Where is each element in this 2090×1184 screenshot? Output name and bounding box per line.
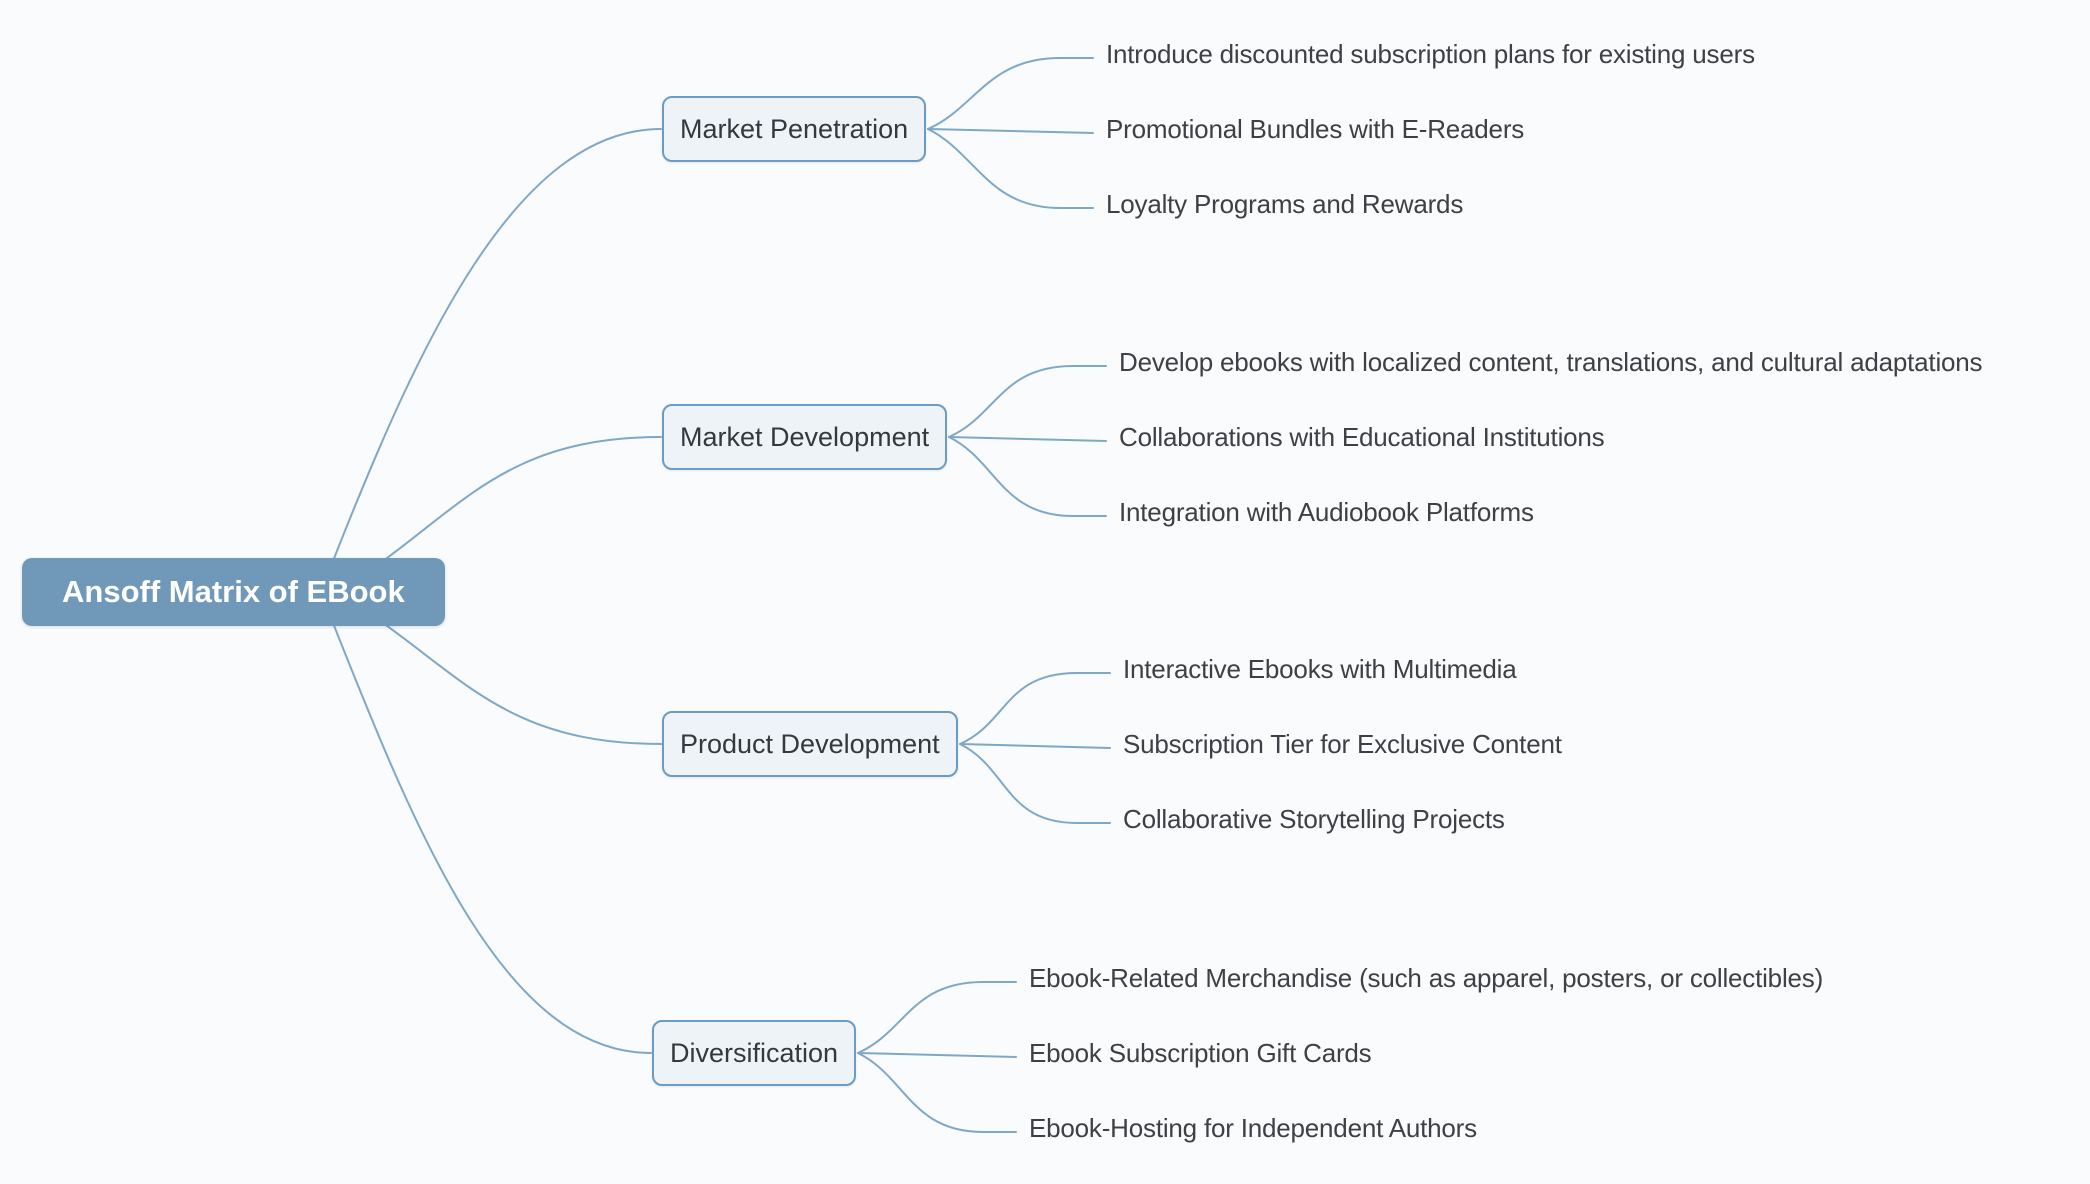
child-node-product-development-1[interactable]: Subscription Tier for Exclusive Content (1123, 728, 1562, 759)
child-node-market-penetration-0[interactable]: Introduce discounted subscription plans … (1106, 38, 1755, 69)
child-node-product-development-2[interactable]: Collaborative Storytelling Projects (1123, 803, 1505, 834)
connector-line (959, 743, 1111, 749)
root-node[interactable]: Ansoff Matrix of EBook (22, 558, 445, 626)
connector-line (857, 1052, 1017, 1133)
connector-line (959, 743, 1111, 824)
connector-line (857, 981, 1017, 1054)
child-node-diversification-0[interactable]: Ebook-Related Merchandise (such as appar… (1029, 962, 1824, 993)
child-node-market-development-1[interactable]: Collaborations with Educational Institut… (1119, 421, 1605, 452)
child-node-market-development-2[interactable]: Integration with Audiobook Platforms (1119, 496, 1534, 527)
child-node-market-penetration-2[interactable]: Loyalty Programs and Rewards (1106, 188, 1464, 219)
branch-node-product-development[interactable]: Product Development (662, 711, 958, 777)
branch-node-market-development[interactable]: Market Development (662, 404, 948, 470)
child-node-market-penetration-1[interactable]: Promotional Bundles with E-Readers (1106, 113, 1525, 144)
connector-line (332, 128, 662, 562)
child-node-product-development-0[interactable]: Interactive Ebooks with Multimedia (1123, 653, 1517, 684)
connector-line (948, 436, 1107, 442)
connector-line (382, 436, 662, 562)
connector-line (857, 1052, 1017, 1058)
connector-line (332, 622, 652, 1054)
connector-line (959, 672, 1111, 745)
branch-node-diversification[interactable]: Diversification (652, 1020, 857, 1086)
connector-line (927, 128, 1094, 134)
branch-node-market-penetration[interactable]: Market Penetration (662, 96, 927, 162)
child-node-diversification-2[interactable]: Ebook-Hosting for Independent Authors (1029, 1112, 1477, 1143)
connector-line (948, 365, 1107, 438)
connector-line (382, 622, 662, 745)
child-node-diversification-1[interactable]: Ebook Subscription Gift Cards (1029, 1037, 1372, 1068)
connector-line (948, 436, 1107, 517)
child-node-market-development-0[interactable]: Develop ebooks with localized content, t… (1119, 346, 1983, 377)
connector-line (927, 128, 1094, 209)
connector-line (927, 57, 1094, 130)
